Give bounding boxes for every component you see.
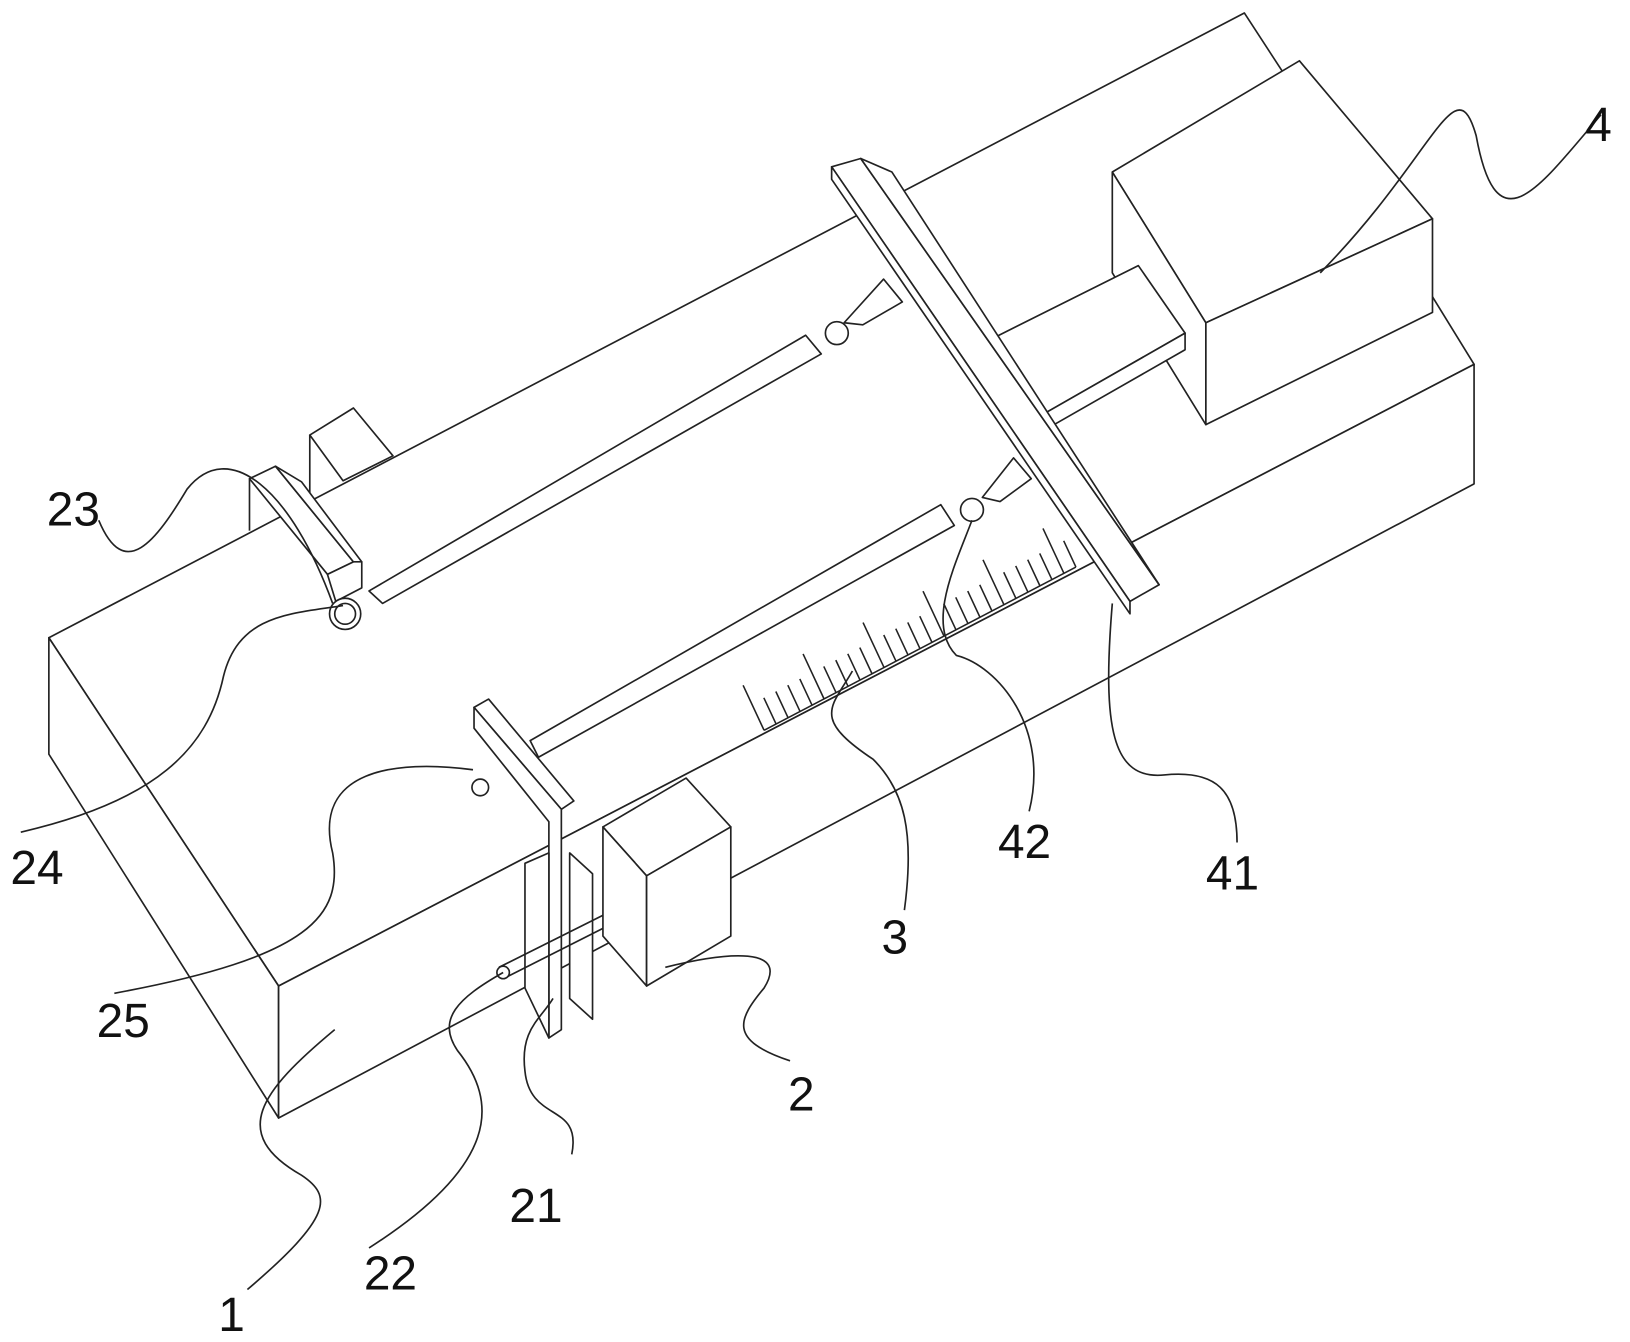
label-4: 4: [1585, 99, 1612, 152]
label-1: 1: [218, 1289, 245, 1342]
label-22: 22: [364, 1248, 417, 1301]
label-3: 3: [882, 912, 909, 965]
label-23: 23: [47, 483, 100, 536]
label-24: 24: [10, 842, 63, 895]
label-21: 21: [509, 1180, 562, 1233]
label-2: 2: [788, 1069, 815, 1122]
label-41: 41: [1206, 847, 1259, 900]
label-25: 25: [97, 995, 150, 1048]
label-42: 42: [998, 816, 1051, 869]
